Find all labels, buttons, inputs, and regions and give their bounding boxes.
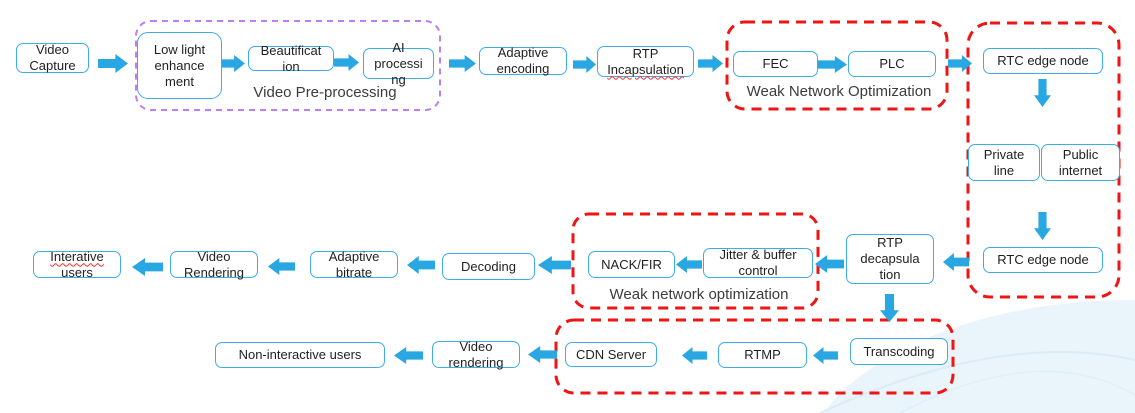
node-rtc-edge-node-bottom: RTC edge node — [983, 247, 1103, 273]
arrow-decapsulation-to-jitter-icon — [815, 255, 844, 273]
arrow-decoding-to-bitrate-icon — [407, 256, 435, 274]
rtp-incapsulation-line1: RTP — [632, 45, 659, 61]
node-plc: PLC — [848, 51, 936, 77]
arrow-rtc-to-lines-icon — [1034, 79, 1051, 107]
arrow-capture-to-preprocessing-icon — [98, 54, 128, 73]
node-video-capture: Video Capture — [16, 42, 89, 73]
node-ai-processing: AI processi ng — [363, 40, 434, 87]
node-adaptive-bitrate: Adaptive bitrate — [310, 249, 398, 280]
arrow-transcoding-to-rtmp-icon — [813, 347, 838, 364]
node-adaptive-encoding: Adaptive encoding — [479, 45, 567, 76]
node-transcoding: Transcoding — [850, 338, 948, 365]
node-decoding: Decoding — [442, 253, 535, 280]
node-beautification: Beautificat ion — [248, 43, 334, 74]
rtp-incapsulation-line2: Incapsulation — [607, 61, 684, 77]
interative-users-line1: Interative — [50, 248, 104, 264]
node-video-rendering-live: Video Rendering — [170, 249, 258, 280]
node-non-interactive-users: Non-interactive users — [215, 342, 385, 368]
node-rtp-incapsulation: RTP Incapsulation — [597, 46, 694, 77]
arrow-fec-to-plc-icon — [818, 56, 847, 73]
arrow-encoding-to-rtp-icon — [573, 56, 596, 73]
arrow-rendering-to-noninteractive-icon — [394, 347, 423, 364]
arrow-decapsulation-to-transcoding-icon — [880, 294, 899, 322]
node-private-line: Private line — [968, 144, 1040, 181]
arrow-nack-to-decoding-icon — [538, 256, 571, 274]
arrow-lines-to-rtc-icon — [1034, 212, 1051, 240]
arrow-rendering-to-users-icon — [132, 258, 163, 276]
node-rtp-decapsulation: RTP decapsula tion — [846, 234, 934, 284]
node-nack-fir: NACK/FIR — [588, 251, 675, 278]
arrow-rtp-to-fec-icon — [698, 55, 723, 72]
node-video-rendering-vod: Video rendering — [432, 339, 520, 370]
node-jitter-buffer-control: Jitter & buffer control — [703, 247, 813, 278]
arrow-jitter-to-nack-icon — [676, 256, 702, 273]
arrow-rtc-to-decapsulation-icon — [943, 253, 969, 271]
arrow-beautification-to-ai-icon — [334, 54, 359, 71]
node-rtmp: RTMP — [718, 342, 807, 368]
node-low-light-enhancement: Low light enhance ment — [137, 32, 222, 99]
group-label-weak-network-rx: Weak network optimization — [609, 286, 789, 303]
arrow-rtmp-to-cdn-icon — [682, 347, 707, 364]
arrow-ai-to-encoding-icon — [449, 55, 476, 72]
interative-users-line2: users — [61, 264, 93, 280]
node-interative-users: Interative users — [33, 248, 121, 280]
node-fec: FEC — [733, 51, 818, 77]
group-label-weak-network-tx: Weak Network Optimization — [746, 83, 932, 100]
node-rtc-edge-node-top: RTC edge node — [983, 48, 1103, 74]
node-cdn-server: CDN Server — [565, 342, 657, 367]
arrow-cdn-to-rendering-icon — [528, 346, 557, 363]
node-public-internet: Public internet — [1041, 144, 1120, 181]
arrow-plc-to-rtc-icon — [948, 55, 972, 72]
arrow-lowlight-to-beautification-icon — [219, 55, 245, 72]
arrow-bitrate-to-rendering-icon — [268, 258, 295, 275]
